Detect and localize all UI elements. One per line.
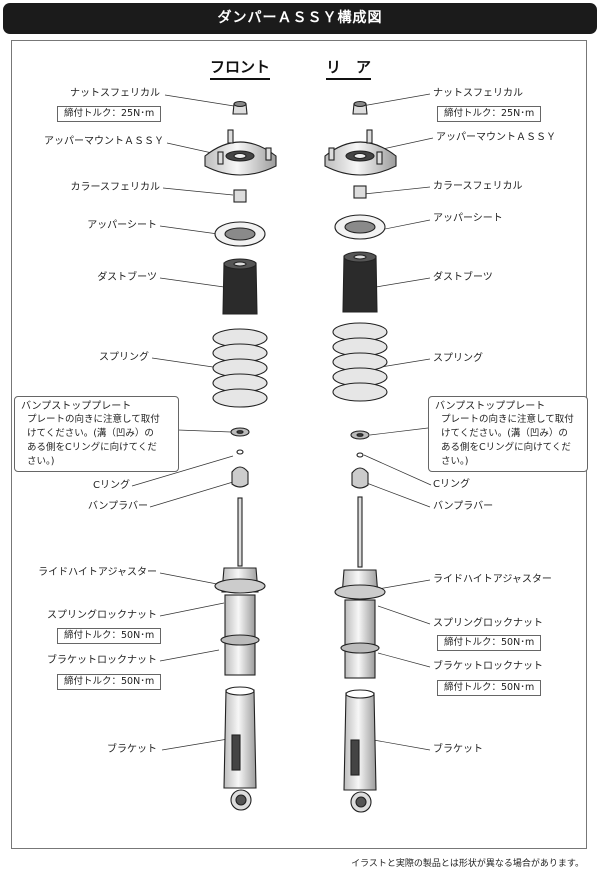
label-rear-spring-lock: スプリングロックナット (433, 618, 543, 629)
torque-front-nut: 締付トルク：25N･m (57, 106, 162, 122)
label-rear-bump-rubber: バンプラバー (433, 501, 494, 512)
label-rear-spring: スプリング (433, 353, 483, 364)
torque-front-spring-lock: 締付トルク：50N･m (57, 628, 162, 644)
label-rear-ride-height: ライドハイトアジャスター (433, 574, 552, 585)
label-rear-upper-mount: アッパーマウントＡＳＳＹ (436, 132, 556, 143)
label-front-bracket: ブラケット (107, 744, 157, 755)
rear-bump-plate-title: バンプストッププレート (435, 401, 546, 412)
label-front-collar: カラースフェリカル (70, 182, 161, 193)
diagram-title: ダンパーＡＳＳＹ構成図 (217, 10, 383, 26)
label-front-bracket-lock: ブラケットロックナット (47, 655, 157, 666)
torque-rear-spring-lock: 締付トルク：50N･m (437, 635, 542, 651)
footnote: イラストと実際の製品とは形状が異なる場合があります。 (351, 859, 584, 869)
label-front-upper-mount: アッパーマウントＡＳＳＹ (44, 136, 164, 147)
label-front-spring: スプリング (99, 352, 149, 363)
front-column-heading: フロント (210, 56, 271, 80)
front-bump-plate-note: バンプストッププレート プレートの向きに注意して取付 けてください。(溝（凹み）… (14, 396, 179, 472)
label-front-nut: ナットスフェリカル (70, 88, 160, 99)
label-front-dust-boot: ダストブーツ (97, 272, 157, 283)
label-rear-collar: カラースフェリカル (433, 181, 523, 192)
front-bump-plate-title: バンプストッププレート (21, 401, 132, 412)
title-bar: ダンパーＡＳＳＹ構成図 (3, 3, 597, 34)
front-bump-plate-body: プレートの向きに注意して取付 けてください。(溝（凹み）の ある側をCリングに向… (27, 414, 160, 467)
label-front-ride-height: ライドハイトアジャスター (38, 567, 157, 578)
rear-bump-plate-note: バンプストッププレート プレートの向きに注意して取付 けてください。(溝（凹み）… (428, 396, 588, 472)
label-front-upper-seat: アッパーシート (87, 220, 157, 231)
torque-rear-nut: 締付トルク：25N･m (437, 106, 542, 122)
rear-bump-plate-body: プレートの向きに注意して取付 けてください。(溝（凹み）の ある側をCリングに向… (441, 414, 574, 467)
torque-rear-bracket-lock: 締付トルク：50N･m (437, 680, 542, 696)
label-rear-nut: ナットスフェリカル (433, 88, 523, 99)
label-front-bump-rubber: バンプラバー (87, 501, 148, 512)
label-front-c-ring: Cリング (93, 480, 130, 491)
label-rear-bracket-lock: ブラケットロックナット (433, 661, 543, 672)
rear-column-heading: リ ア (326, 56, 372, 80)
label-rear-bracket: ブラケット (433, 744, 483, 755)
label-front-spring-lock: スプリングロックナット (47, 610, 157, 621)
torque-front-bracket-lock: 締付トルク：50N･m (57, 674, 162, 690)
label-rear-c-ring: Cリング (433, 479, 470, 490)
label-rear-upper-seat: アッパーシート (433, 213, 503, 224)
label-rear-dust-boot: ダストブーツ (433, 272, 493, 283)
